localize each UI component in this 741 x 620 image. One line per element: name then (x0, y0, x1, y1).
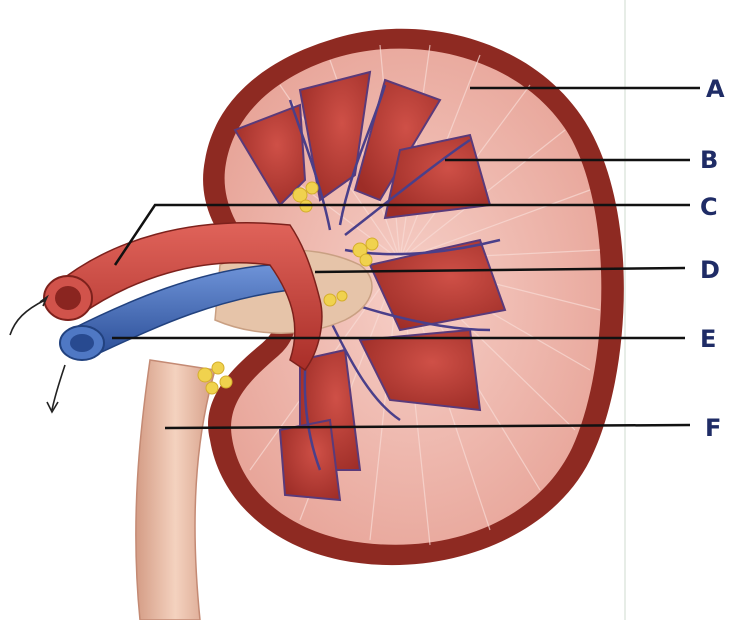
label-f: F (705, 416, 721, 440)
label-c: C (700, 195, 718, 219)
label-d: D (700, 258, 720, 282)
ureter (136, 360, 215, 620)
label-b: B (700, 148, 718, 172)
label-a: A (706, 77, 725, 101)
label-e: E (700, 327, 716, 351)
arrow-artery-in (10, 300, 45, 335)
arrow-vein-out (52, 365, 65, 410)
